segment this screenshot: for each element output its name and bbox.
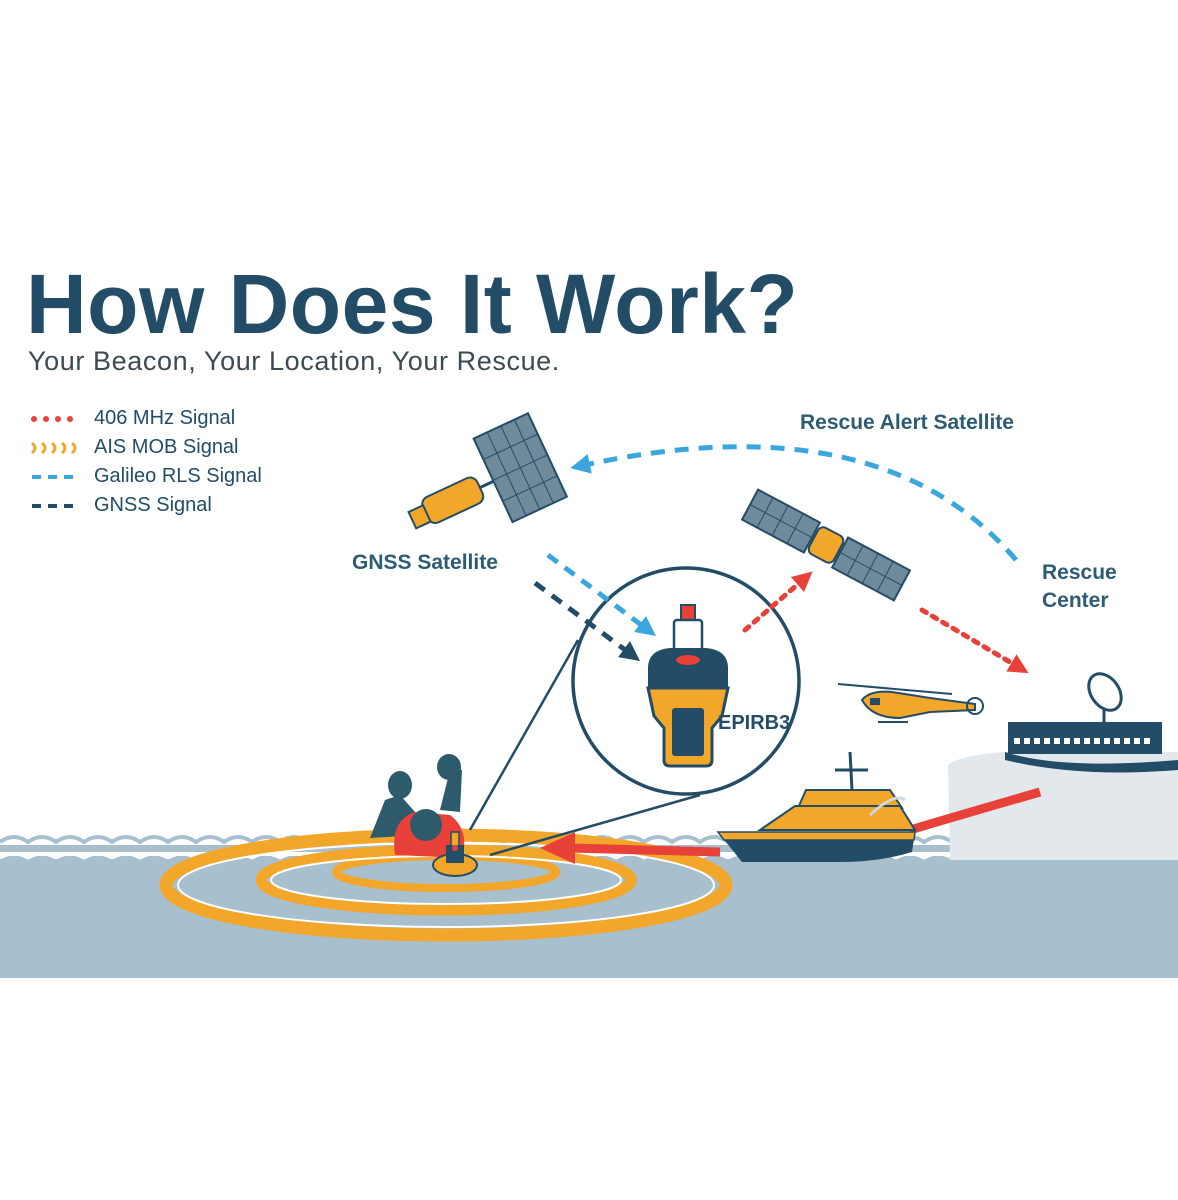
rescue-response-arrow-main [569,843,721,857]
rescue-alert-satellite [740,488,912,602]
legend-label: 406 MHz Signal [94,407,236,429]
406-arrow-down [919,607,1029,674]
rescue-response-arrow [908,787,1042,835]
legend-item-406-mhz: 406 MHz Signal [30,404,262,433]
red-dotted-line-icon [31,415,73,422]
legend-item-ais-mob: AIS MOB Signal [30,433,262,462]
orange-arc-waves-icon [30,441,77,454]
page-subtitle: Your Beacon, Your Location, Your Rescue. [28,346,560,376]
person-in-water [370,754,478,877]
galileo-rls-arrow-top [570,444,1018,562]
rescue-helicopter [837,683,984,723]
label-beacon-model: EPIRB3 [718,712,791,734]
light-blue-dashed-line-icon [32,474,78,479]
zoom-line-left [468,639,580,831]
signal-legend: 406 MHz Signal AIS MOB Signal Galileo RL… [30,404,262,520]
legend-label: Galileo RLS Signal [94,465,262,487]
dark-blue-dashed-line-icon [32,503,78,508]
gnss-satellite [407,411,569,530]
rescue-center-building [948,672,1178,860]
legend-item-gnss: GNSS Signal [30,491,262,520]
label-rescue-alert-satellite: Rescue Alert Satellite [800,411,1014,434]
label-rescue-center-line2: Center [1042,589,1109,612]
406-arrow-up [742,571,813,633]
legend-label: AIS MOB Signal [94,436,239,458]
zoom-line-right [489,793,701,857]
legend-label: GNSS Signal [94,494,212,516]
label-gnss-satellite: GNSS Satellite [352,551,498,574]
epirb-zoom-circle [571,566,801,796]
label-rescue-center-line1: Rescue [1042,561,1117,584]
legend-item-galileo-rls: Galileo RLS Signal [30,462,262,491]
lifeboat [716,751,917,862]
page-title: How Does It Work? [26,257,799,351]
